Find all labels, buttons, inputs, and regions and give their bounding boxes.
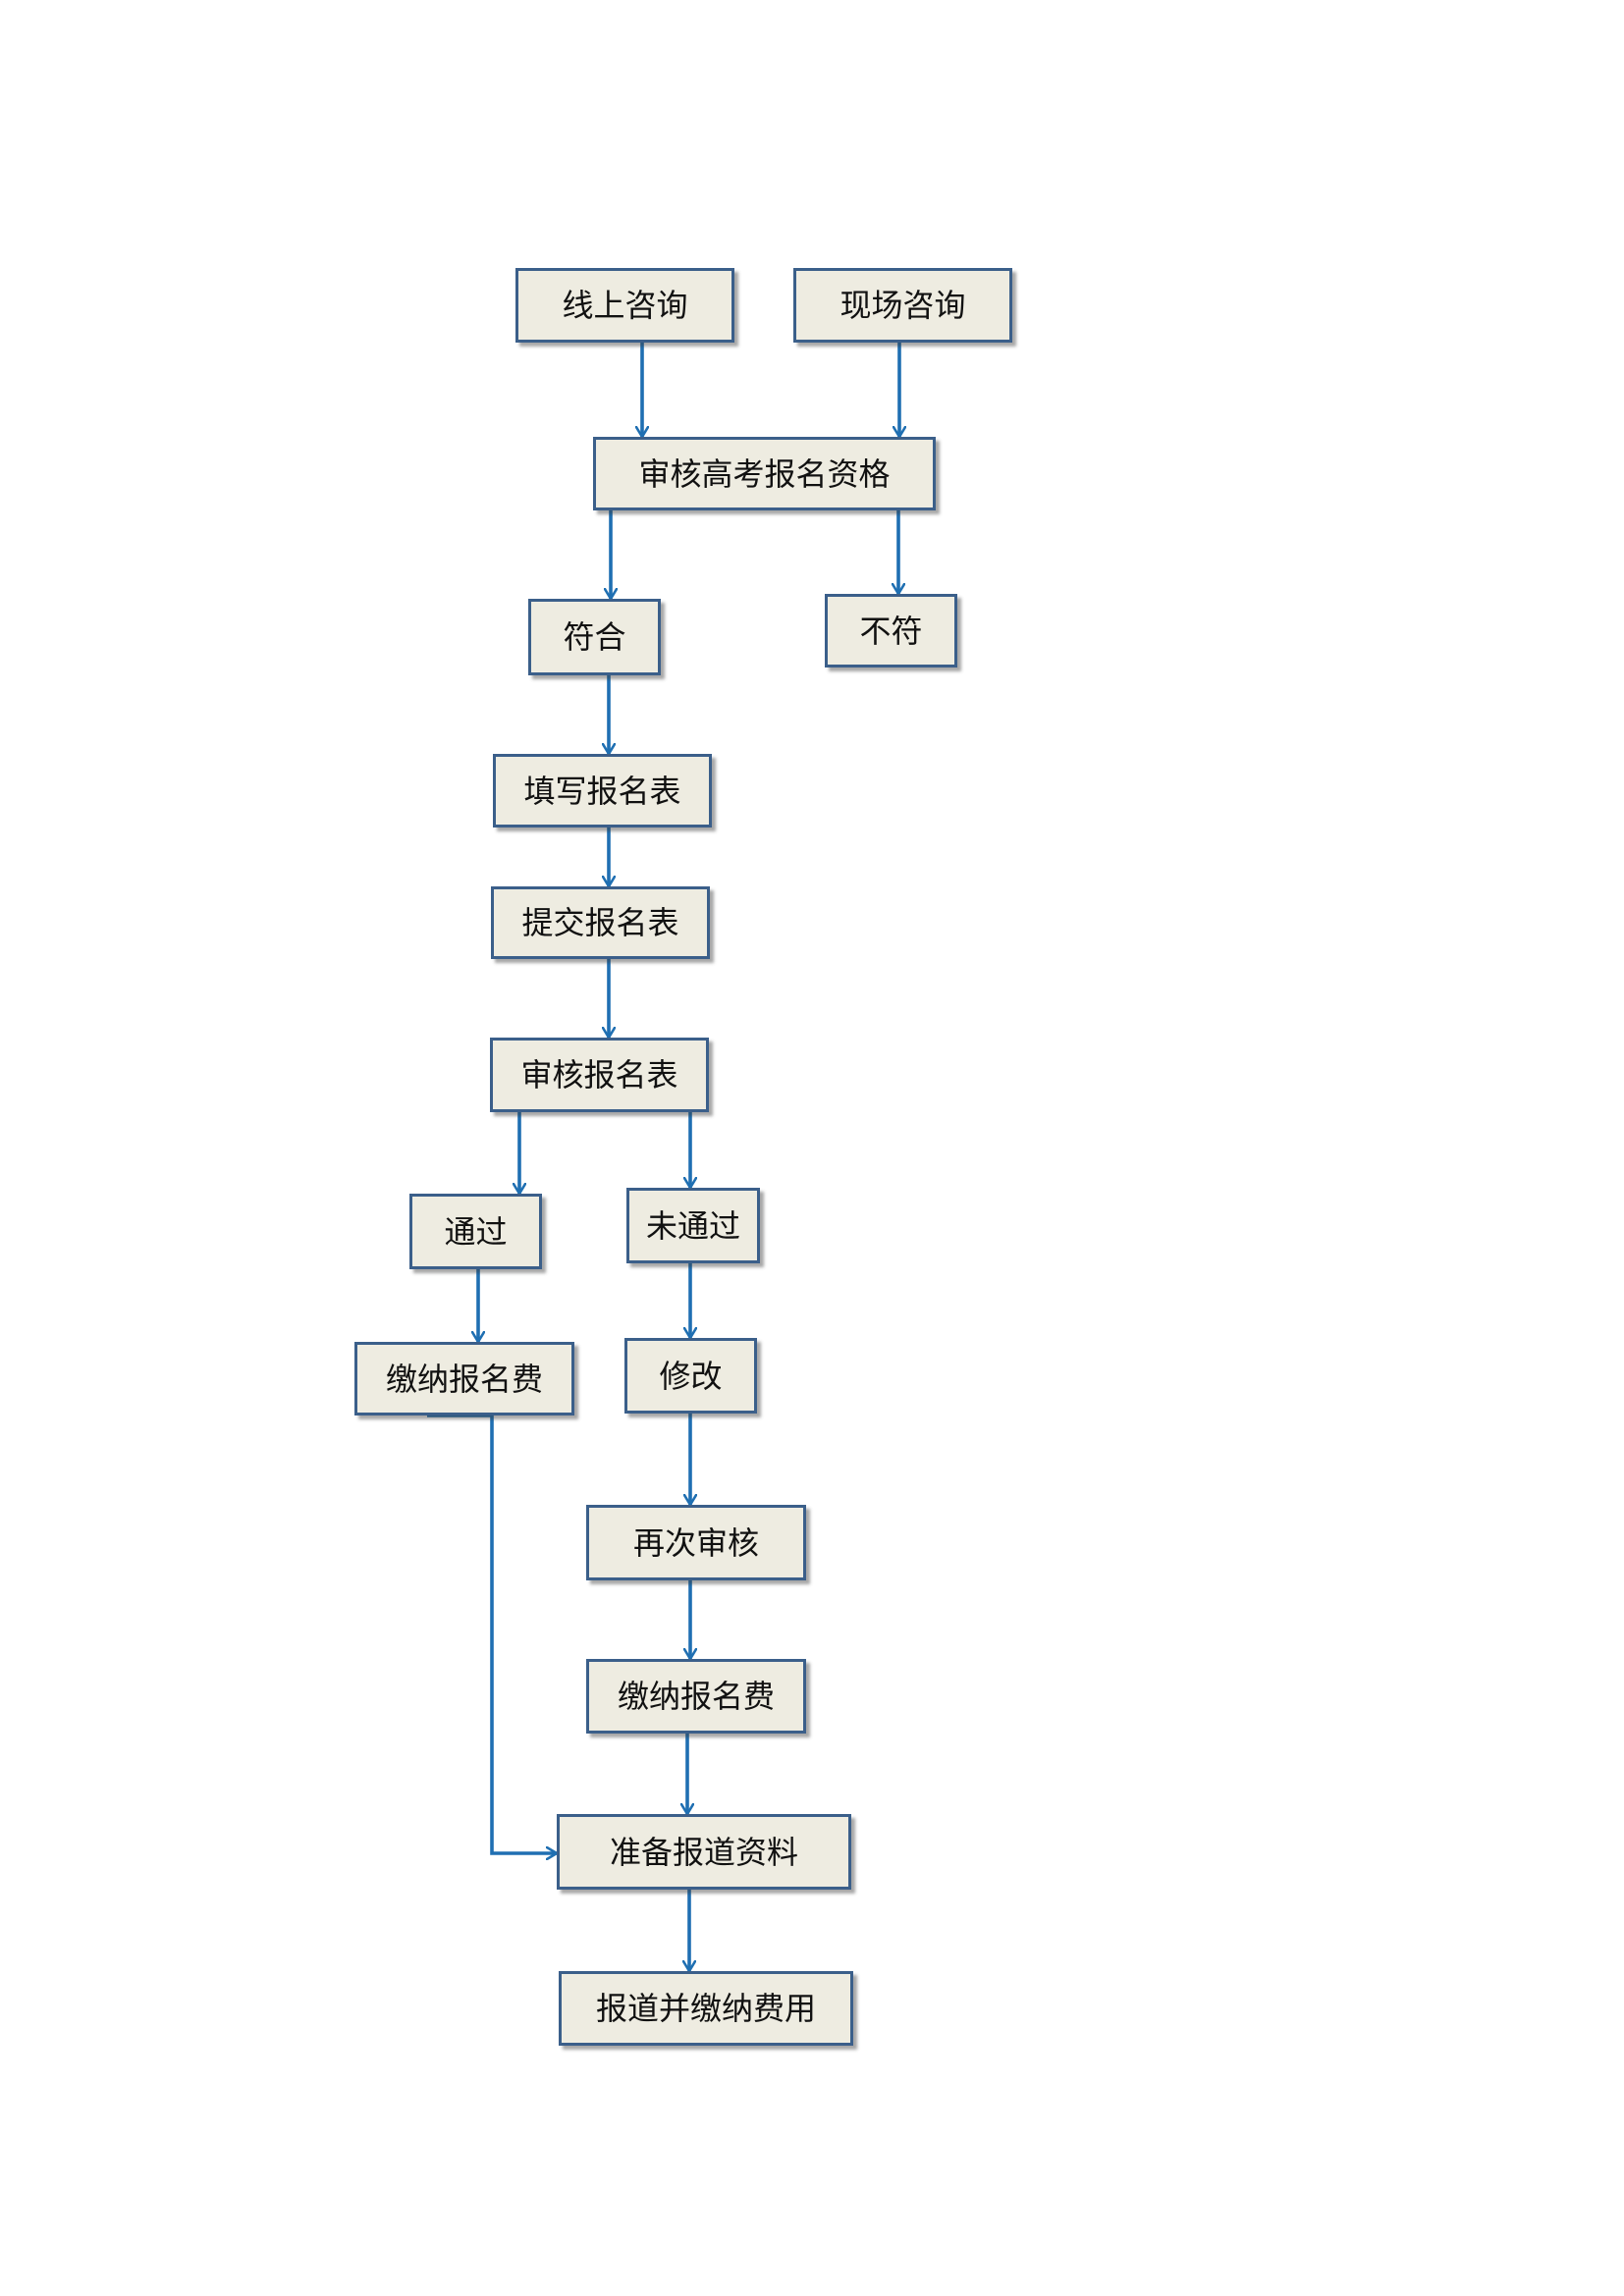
node-eligible: 符合: [528, 599, 661, 675]
node-passed: 通过: [409, 1194, 542, 1269]
node-review-eligibility: 审核高考报名资格: [593, 437, 936, 510]
node-fill-form: 填写报名表: [493, 754, 712, 828]
node-revise: 修改: [624, 1338, 757, 1414]
node-re-review-label: 再次审核: [632, 1523, 759, 1562]
node-report-pay-label: 报道并缴纳费用: [595, 1990, 816, 2027]
node-online-consult-label: 线上咨询: [562, 287, 688, 324]
node-submit-form-label: 提交报名表: [521, 904, 679, 941]
node-prepare-docs-label: 准备报道资料: [609, 1833, 798, 1871]
node-review-form-label: 审核报名表: [520, 1056, 678, 1094]
node-not-passed: 未通过: [626, 1188, 760, 1263]
node-pay-fee-1-label: 缴纳报名费: [385, 1360, 543, 1398]
node-onsite-consult: 现场咨询: [793, 268, 1012, 343]
node-report-pay: 报道并缴纳费用: [559, 1971, 853, 2046]
node-onsite-consult-label: 现场咨询: [839, 287, 966, 324]
node-fill-form-label: 填写报名表: [523, 772, 681, 810]
node-revise-label: 修改: [659, 1357, 723, 1395]
node-prepare-docs: 准备报道资料: [557, 1814, 851, 1890]
node-review-eligibility-label: 审核高考报名资格: [638, 454, 891, 493]
node-eligible-label: 符合: [563, 618, 626, 656]
node-submit-form: 提交报名表: [491, 886, 710, 959]
arrow-pay-fee-1-to-prepare-docs: [427, 1414, 557, 1853]
node-not-passed-label: 未通过: [645, 1206, 740, 1245]
node-not-eligible-label: 不符: [859, 612, 923, 650]
node-review-form: 审核报名表: [490, 1038, 709, 1112]
node-passed-label: 通过: [444, 1212, 508, 1251]
node-pay-fee-2-label: 缴纳报名费: [617, 1678, 775, 1715]
node-not-eligible: 不符: [825, 594, 957, 667]
node-re-review: 再次审核: [586, 1505, 806, 1580]
node-online-consult: 线上咨询: [515, 268, 734, 343]
node-pay-fee-2: 缴纳报名费: [586, 1659, 806, 1734]
node-pay-fee-1: 缴纳报名费: [354, 1342, 574, 1415]
